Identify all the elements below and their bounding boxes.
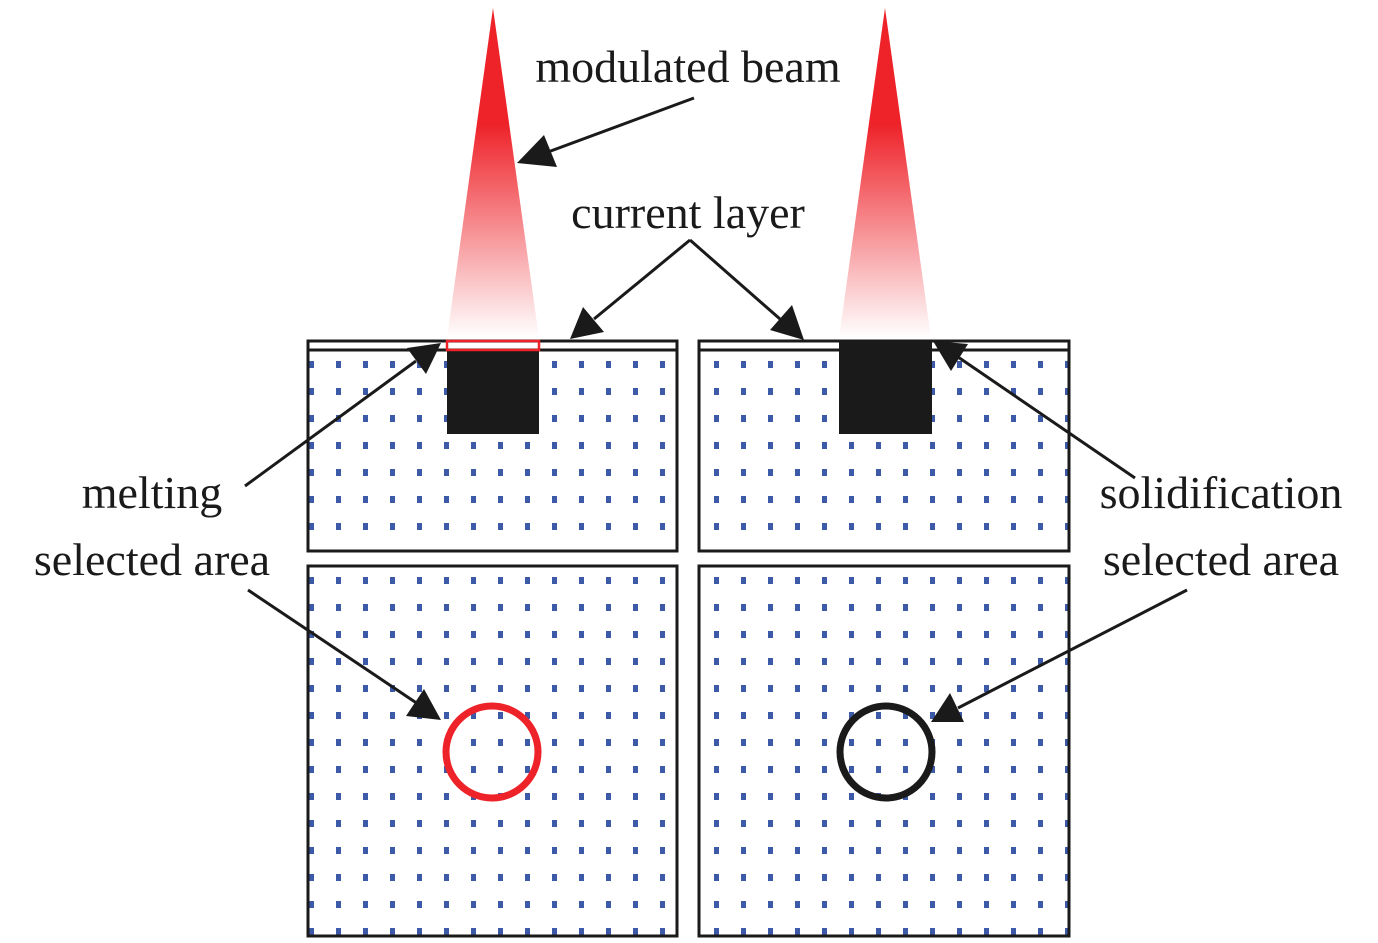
melting-top-panel — [306, 339, 679, 553]
selected-area-label-left: selected area — [34, 534, 270, 585]
solidification-selected-area-circle — [836, 702, 936, 802]
powder-bed-bottom-right — [699, 566, 1069, 936]
arrow-head-icon — [407, 343, 441, 374]
arrow-modulated-beam — [517, 96, 695, 167]
arrow-head-icon — [931, 693, 964, 722]
arrow-head-icon — [933, 341, 968, 371]
modulated-beam-label: modulated beam — [535, 41, 841, 92]
solidification-top-panel — [697, 339, 1071, 553]
melting-label: melting — [82, 467, 223, 518]
current-layer-label: current layer — [571, 187, 805, 238]
powder-bed-bottom-left — [308, 566, 677, 936]
arrow-melting — [244, 343, 441, 488]
current-layer-strip-left — [308, 341, 677, 350]
arrow-head-icon — [770, 305, 804, 340]
arrow-melting-selected-area — [247, 588, 441, 720]
part-block-left — [447, 350, 539, 434]
melting-selected-area-circle — [442, 702, 542, 802]
panel-frame-bottom-right — [697, 564, 1071, 938]
solidification-bottom-panel — [697, 564, 1071, 938]
panel-frame-bottom-left — [306, 564, 679, 938]
modulated-beam-left — [447, 8, 539, 338]
arrow-head-icon — [406, 689, 441, 720]
modulated-beam-right — [839, 8, 931, 338]
arrow-head-icon — [570, 307, 604, 339]
arrow-current-layer-right — [689, 238, 804, 340]
melt-zone-outline — [445, 339, 541, 352]
solidification-label: solidification — [1100, 467, 1343, 518]
arrow-current-layer-left — [570, 238, 691, 339]
arrow-solidification-selected-area — [931, 588, 1188, 722]
arrow-solidification — [933, 341, 1136, 480]
melting-bottom-panel — [306, 564, 679, 938]
arrow-head-icon — [517, 135, 557, 167]
part-block-right — [839, 341, 932, 434]
selected-area-label-right: selected area — [1103, 534, 1339, 585]
